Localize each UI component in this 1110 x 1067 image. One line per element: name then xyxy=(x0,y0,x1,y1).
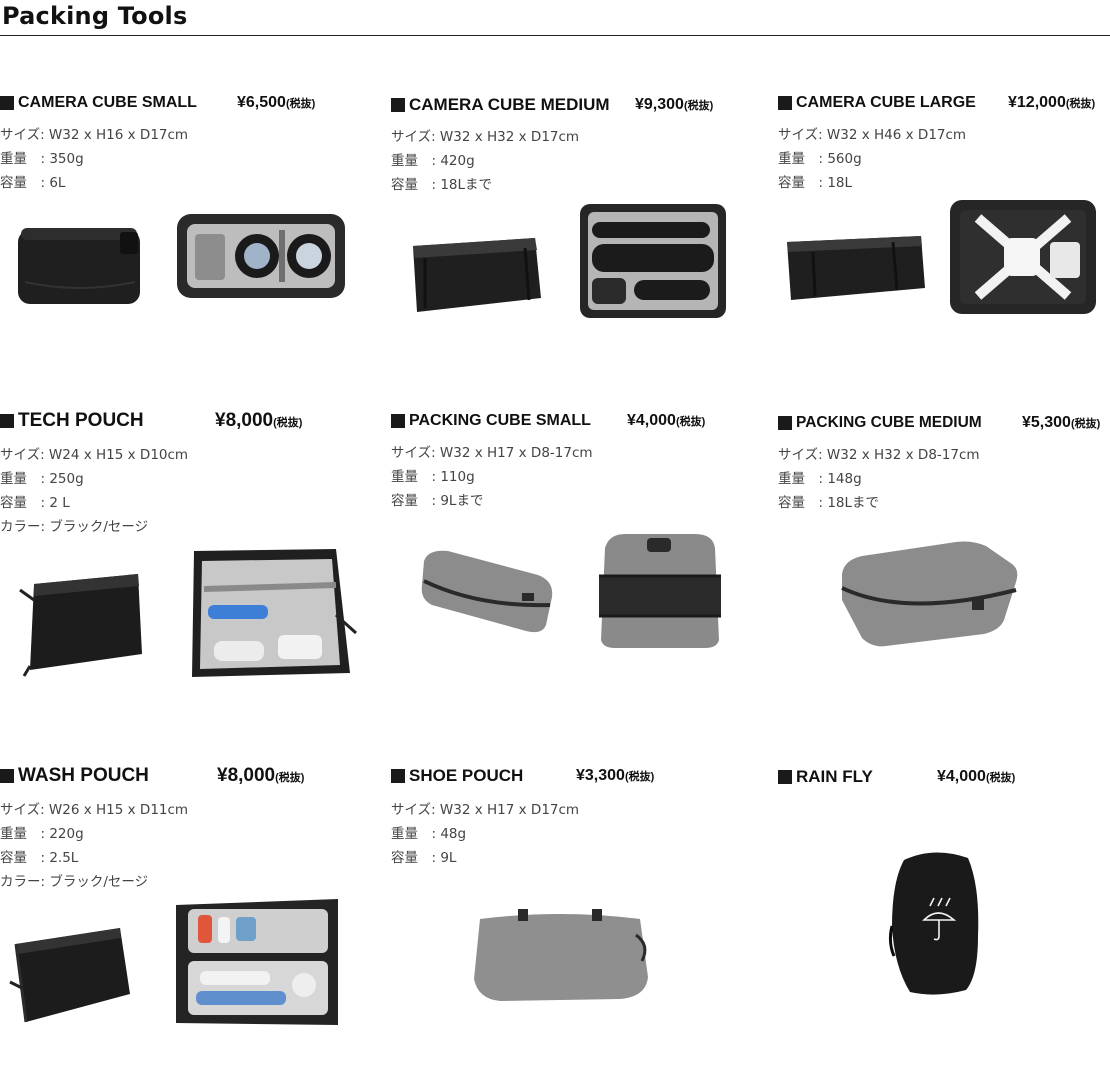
rain-fly-image xyxy=(888,852,979,995)
product-price: ¥5,300(税抜) xyxy=(1022,414,1101,431)
bullet-square-icon xyxy=(391,769,405,783)
pouch-image xyxy=(19,574,142,677)
product-name: RAIN FLY xyxy=(796,767,873,786)
closed-cube-image xyxy=(599,534,721,648)
product-name: CAMERA CUBE MEDIUM xyxy=(409,95,610,114)
product-price: ¥12,000(税抜) xyxy=(1008,94,1096,111)
bullet-square-icon xyxy=(778,416,792,430)
product-name: CAMERA CUBE LARGE xyxy=(796,94,976,111)
open-cube-image xyxy=(580,204,726,318)
product-heading: TECH POUCH ¥8,000(税抜) xyxy=(0,410,360,434)
product-price: ¥4,000(税抜) xyxy=(627,412,706,429)
bullet-square-icon xyxy=(778,770,792,784)
spec-weight: 重量 : 250g xyxy=(0,471,84,487)
product-price: ¥8,000(税抜) xyxy=(217,765,305,786)
open-cube-image xyxy=(950,200,1096,314)
spec-capacity: 容量 : 6L xyxy=(0,175,66,191)
product-name: CAMERA CUBE SMALL xyxy=(18,94,197,111)
bullet-square-icon xyxy=(391,414,405,428)
spec-color: カラー: ブラック/セージ xyxy=(0,874,149,890)
spec-weight: 重量 : 560g xyxy=(778,151,862,167)
spec-capacity: 容量 : 18Lまで xyxy=(391,177,493,193)
pouch-image xyxy=(9,928,130,1023)
closed-cube-image xyxy=(18,228,140,304)
spec-size: サイズ: W32 x H17 x D17cm xyxy=(391,802,580,818)
bullet-square-icon xyxy=(0,96,14,110)
spec-color: カラー: ブラック/セージ xyxy=(0,519,149,535)
closed-cube-image xyxy=(421,550,553,633)
product-name: SHOE POUCH xyxy=(409,766,524,785)
product-heading: WASH POUCH ¥8,000(税抜) xyxy=(0,765,360,789)
spec-capacity: 容量 : 2 L xyxy=(0,495,70,511)
spec-size: サイズ: W32 x H32 x D8-17cm xyxy=(778,447,980,463)
closed-cube-image xyxy=(841,541,1018,647)
product-heading: CAMERA CUBE LARGE ¥12,000(税抜) xyxy=(778,92,1110,116)
spec-capacity: 容量 : 9L xyxy=(391,850,457,866)
pouch-image xyxy=(474,909,648,1001)
spec-capacity: 容量 : 18Lまで xyxy=(778,495,880,511)
product-price: ¥6,500(税抜) xyxy=(237,94,316,111)
spec-size: サイズ: W32 x H32 x D17cm xyxy=(391,129,580,145)
spec-weight: 重量 : 148g xyxy=(778,471,862,487)
spec-weight: 重量 : 48g xyxy=(391,826,467,842)
bullet-square-icon xyxy=(391,98,405,112)
spec-weight: 重量 : 420g xyxy=(391,153,475,169)
spec-capacity: 容量 : 2.5L xyxy=(0,850,79,866)
product-name: PACKING CUBE MEDIUM xyxy=(796,414,982,431)
spec-capacity: 容量 : 9Lまで xyxy=(391,493,484,509)
spec-size: サイズ: W32 x H16 x D17cm xyxy=(0,127,189,143)
spec-weight: 重量 : 220g xyxy=(0,826,84,842)
product-heading: RAIN FLY ¥4,000(税抜) xyxy=(778,766,1110,790)
page-title: Packing Tools xyxy=(2,2,188,30)
closed-cube-image xyxy=(413,238,541,312)
product-name: TECH POUCH xyxy=(18,410,144,431)
product-heading: PACKING CUBE MEDIUM ¥5,300(税抜) xyxy=(778,412,1110,436)
spec-size: サイズ: W26 x H15 x D11cm xyxy=(0,802,189,818)
spec-size: サイズ: W32 x H46 x D17cm xyxy=(778,127,967,143)
product-heading: SHOE POUCH ¥3,300(税抜) xyxy=(391,765,751,789)
product-name: WASH POUCH xyxy=(18,765,149,786)
product-price: ¥4,000(税抜) xyxy=(937,768,1016,785)
bullet-square-icon xyxy=(778,96,792,110)
spec-weight: 重量 : 110g xyxy=(391,469,475,485)
product-price: ¥8,000(税抜) xyxy=(215,410,303,431)
product-heading: CAMERA CUBE SMALL ¥6,500(税抜) xyxy=(0,92,360,116)
product-price: ¥9,300(税抜) xyxy=(635,96,714,113)
title-divider xyxy=(0,35,1110,36)
open-cube-image xyxy=(177,214,345,298)
product-heading: CAMERA CUBE MEDIUM ¥9,300(税抜) xyxy=(391,94,751,118)
spec-weight: 重量 : 350g xyxy=(0,151,84,167)
closed-cube-image xyxy=(787,236,925,300)
product-price: ¥3,300(税抜) xyxy=(576,767,655,784)
product-name: PACKING CUBE SMALL xyxy=(409,412,591,429)
umbrella-icon xyxy=(922,897,957,941)
bullet-square-icon xyxy=(0,414,14,428)
spec-size: サイズ: W32 x H17 x D8-17cm xyxy=(391,445,593,461)
spec-size: サイズ: W24 x H15 x D10cm xyxy=(0,447,189,463)
product-heading: PACKING CUBE SMALL ¥4,000(税抜) xyxy=(391,410,751,434)
open-cube-image xyxy=(192,549,358,677)
spec-capacity: 容量 : 18L xyxy=(778,175,853,191)
bullet-square-icon xyxy=(0,769,14,783)
open-cube-image xyxy=(176,899,338,1025)
